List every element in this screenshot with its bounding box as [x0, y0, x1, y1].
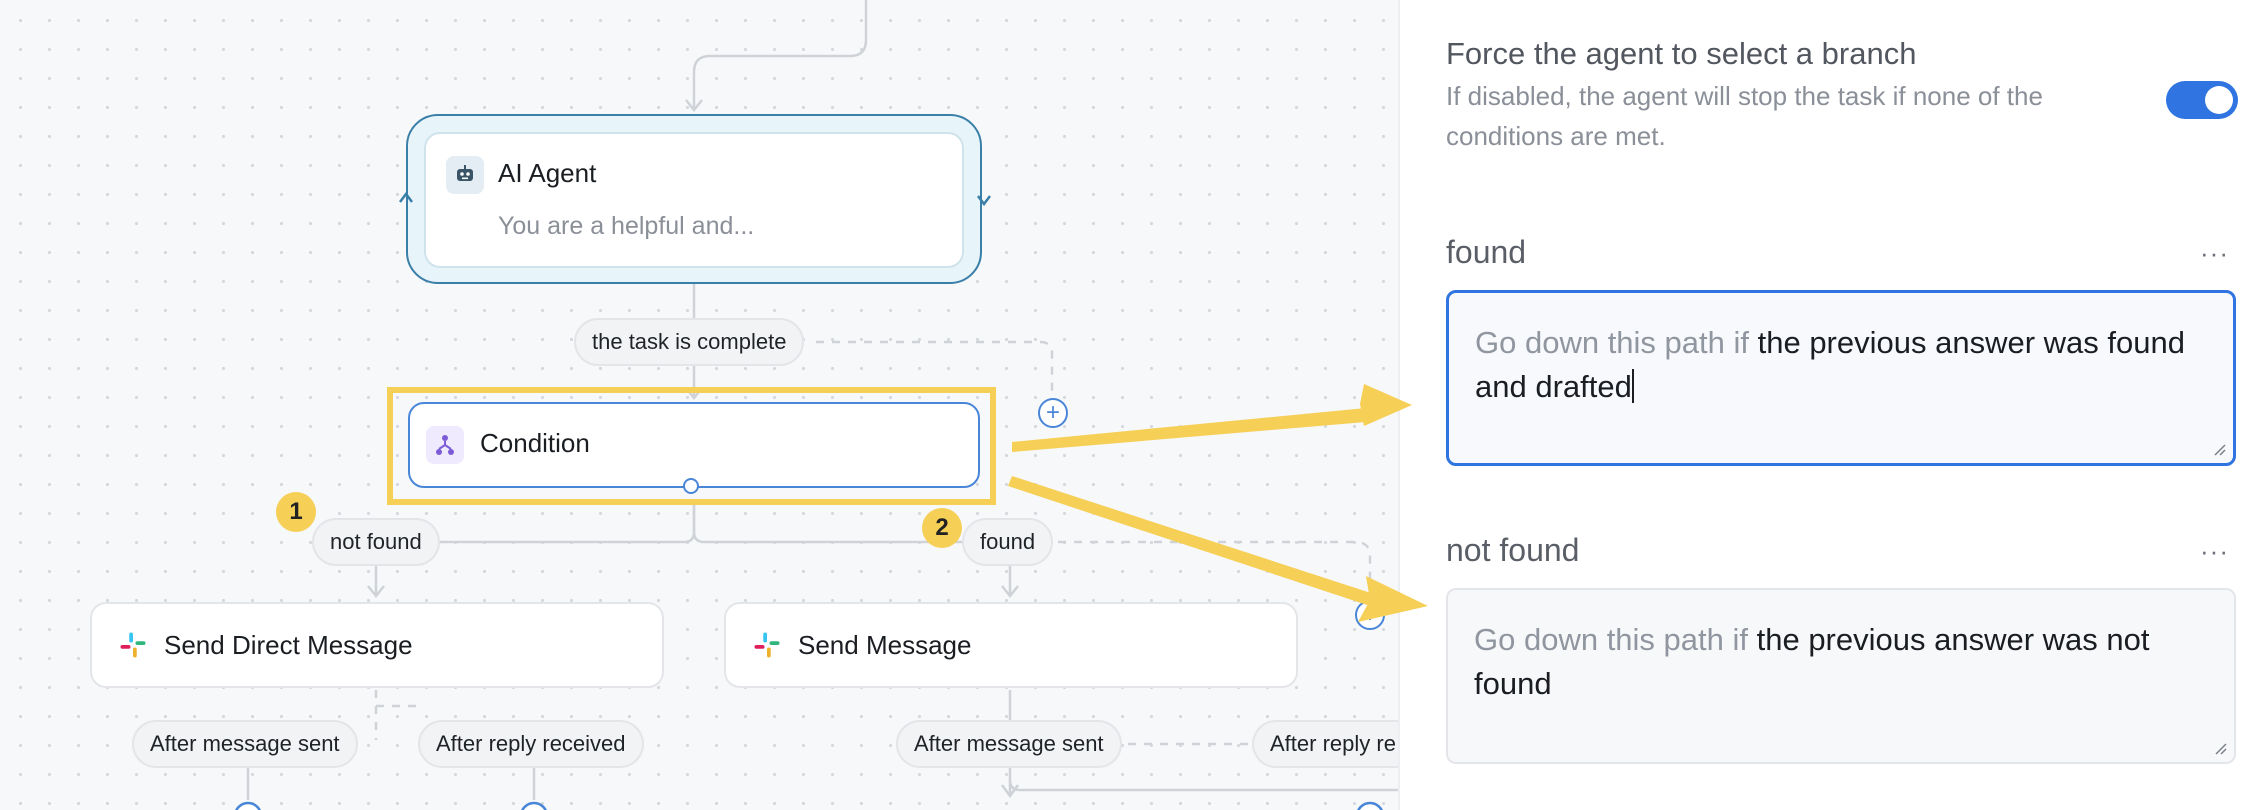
workflow-canvas[interactable]: AI Agent You are a helpful and... the ta… — [0, 0, 1398, 810]
branch-label-found[interactable]: found — [962, 518, 1054, 566]
edge-label-after-message-sent[interactable]: After message sent — [896, 720, 1122, 768]
robot-icon — [446, 156, 484, 194]
branch-not-found-label: not found — [1446, 532, 1580, 568]
loop-arrows — [399, 191, 991, 207]
text-cursor — [1631, 369, 1634, 403]
add-branch-plus-icon[interactable]: + — [1355, 600, 1385, 630]
branch-found-condition-input[interactable]: Go down this path if the previous answer… — [1446, 290, 2236, 466]
condition-prefix: Go down this path if — [1474, 622, 1757, 657]
send-message-title: Send Message — [798, 630, 972, 660]
branch-label-not-found[interactable]: not found — [312, 518, 440, 566]
branch-not-found-condition-input[interactable]: Go down this path if the previous answer… — [1446, 588, 2236, 764]
force-branch-description: If disabled, the agent will stop the tas… — [1446, 81, 2043, 151]
branch-found-label: found — [1446, 234, 1527, 270]
condition-highlight — [387, 387, 996, 505]
condition-prefix: Go down this path if — [1475, 325, 1758, 360]
send-direct-message-node[interactable]: Send Direct Message — [90, 602, 664, 688]
condition-title: Condition — [480, 428, 590, 458]
slack-icon — [114, 626, 152, 664]
edge-label-after-reply-received[interactable]: After reply received — [418, 720, 644, 768]
resize-handle-icon[interactable] — [2211, 441, 2227, 457]
add-step-plus-icon[interactable]: + — [1038, 398, 1068, 428]
send-message-node[interactable]: Send Message — [724, 602, 1298, 688]
condition-output-port[interactable] — [683, 478, 699, 494]
badge-1: 1 — [276, 492, 316, 532]
ai-agent-node[interactable]: AI Agent You are a helpful and... — [424, 132, 964, 268]
resize-handle-icon[interactable] — [2212, 740, 2228, 756]
force-branch-toggle[interactable] — [2166, 81, 2238, 119]
edge-label-task-complete[interactable]: the task is complete — [574, 318, 805, 366]
condition-node[interactable]: Condition — [408, 402, 980, 488]
slack-icon — [748, 626, 786, 664]
branch-found-more-icon[interactable]: ··· — [2200, 238, 2229, 268]
condition-value: the previous answer was not found — [1474, 622, 2150, 701]
force-branch-title: Force the agent to select a branch — [1446, 36, 1917, 71]
send-direct-message-title: Send Direct Message — [164, 630, 413, 660]
ai-agent-subtitle: You are a helpful and... — [498, 212, 755, 240]
condition-settings-panel: Force the agent to select a branch If di… — [1398, 0, 2260, 810]
edge-label-after-message-sent[interactable]: After message sent — [132, 720, 358, 768]
badge-2: 2 — [922, 508, 962, 548]
branch-not-found-more-icon[interactable]: ··· — [2200, 536, 2229, 566]
branch-icon — [426, 426, 464, 464]
condition-value: the previous answer was found and drafte… — [1475, 325, 2185, 404]
ai-agent-title: AI Agent — [498, 158, 597, 188]
edge-label-after-reply-received[interactable]: After reply re — [1252, 720, 1398, 768]
